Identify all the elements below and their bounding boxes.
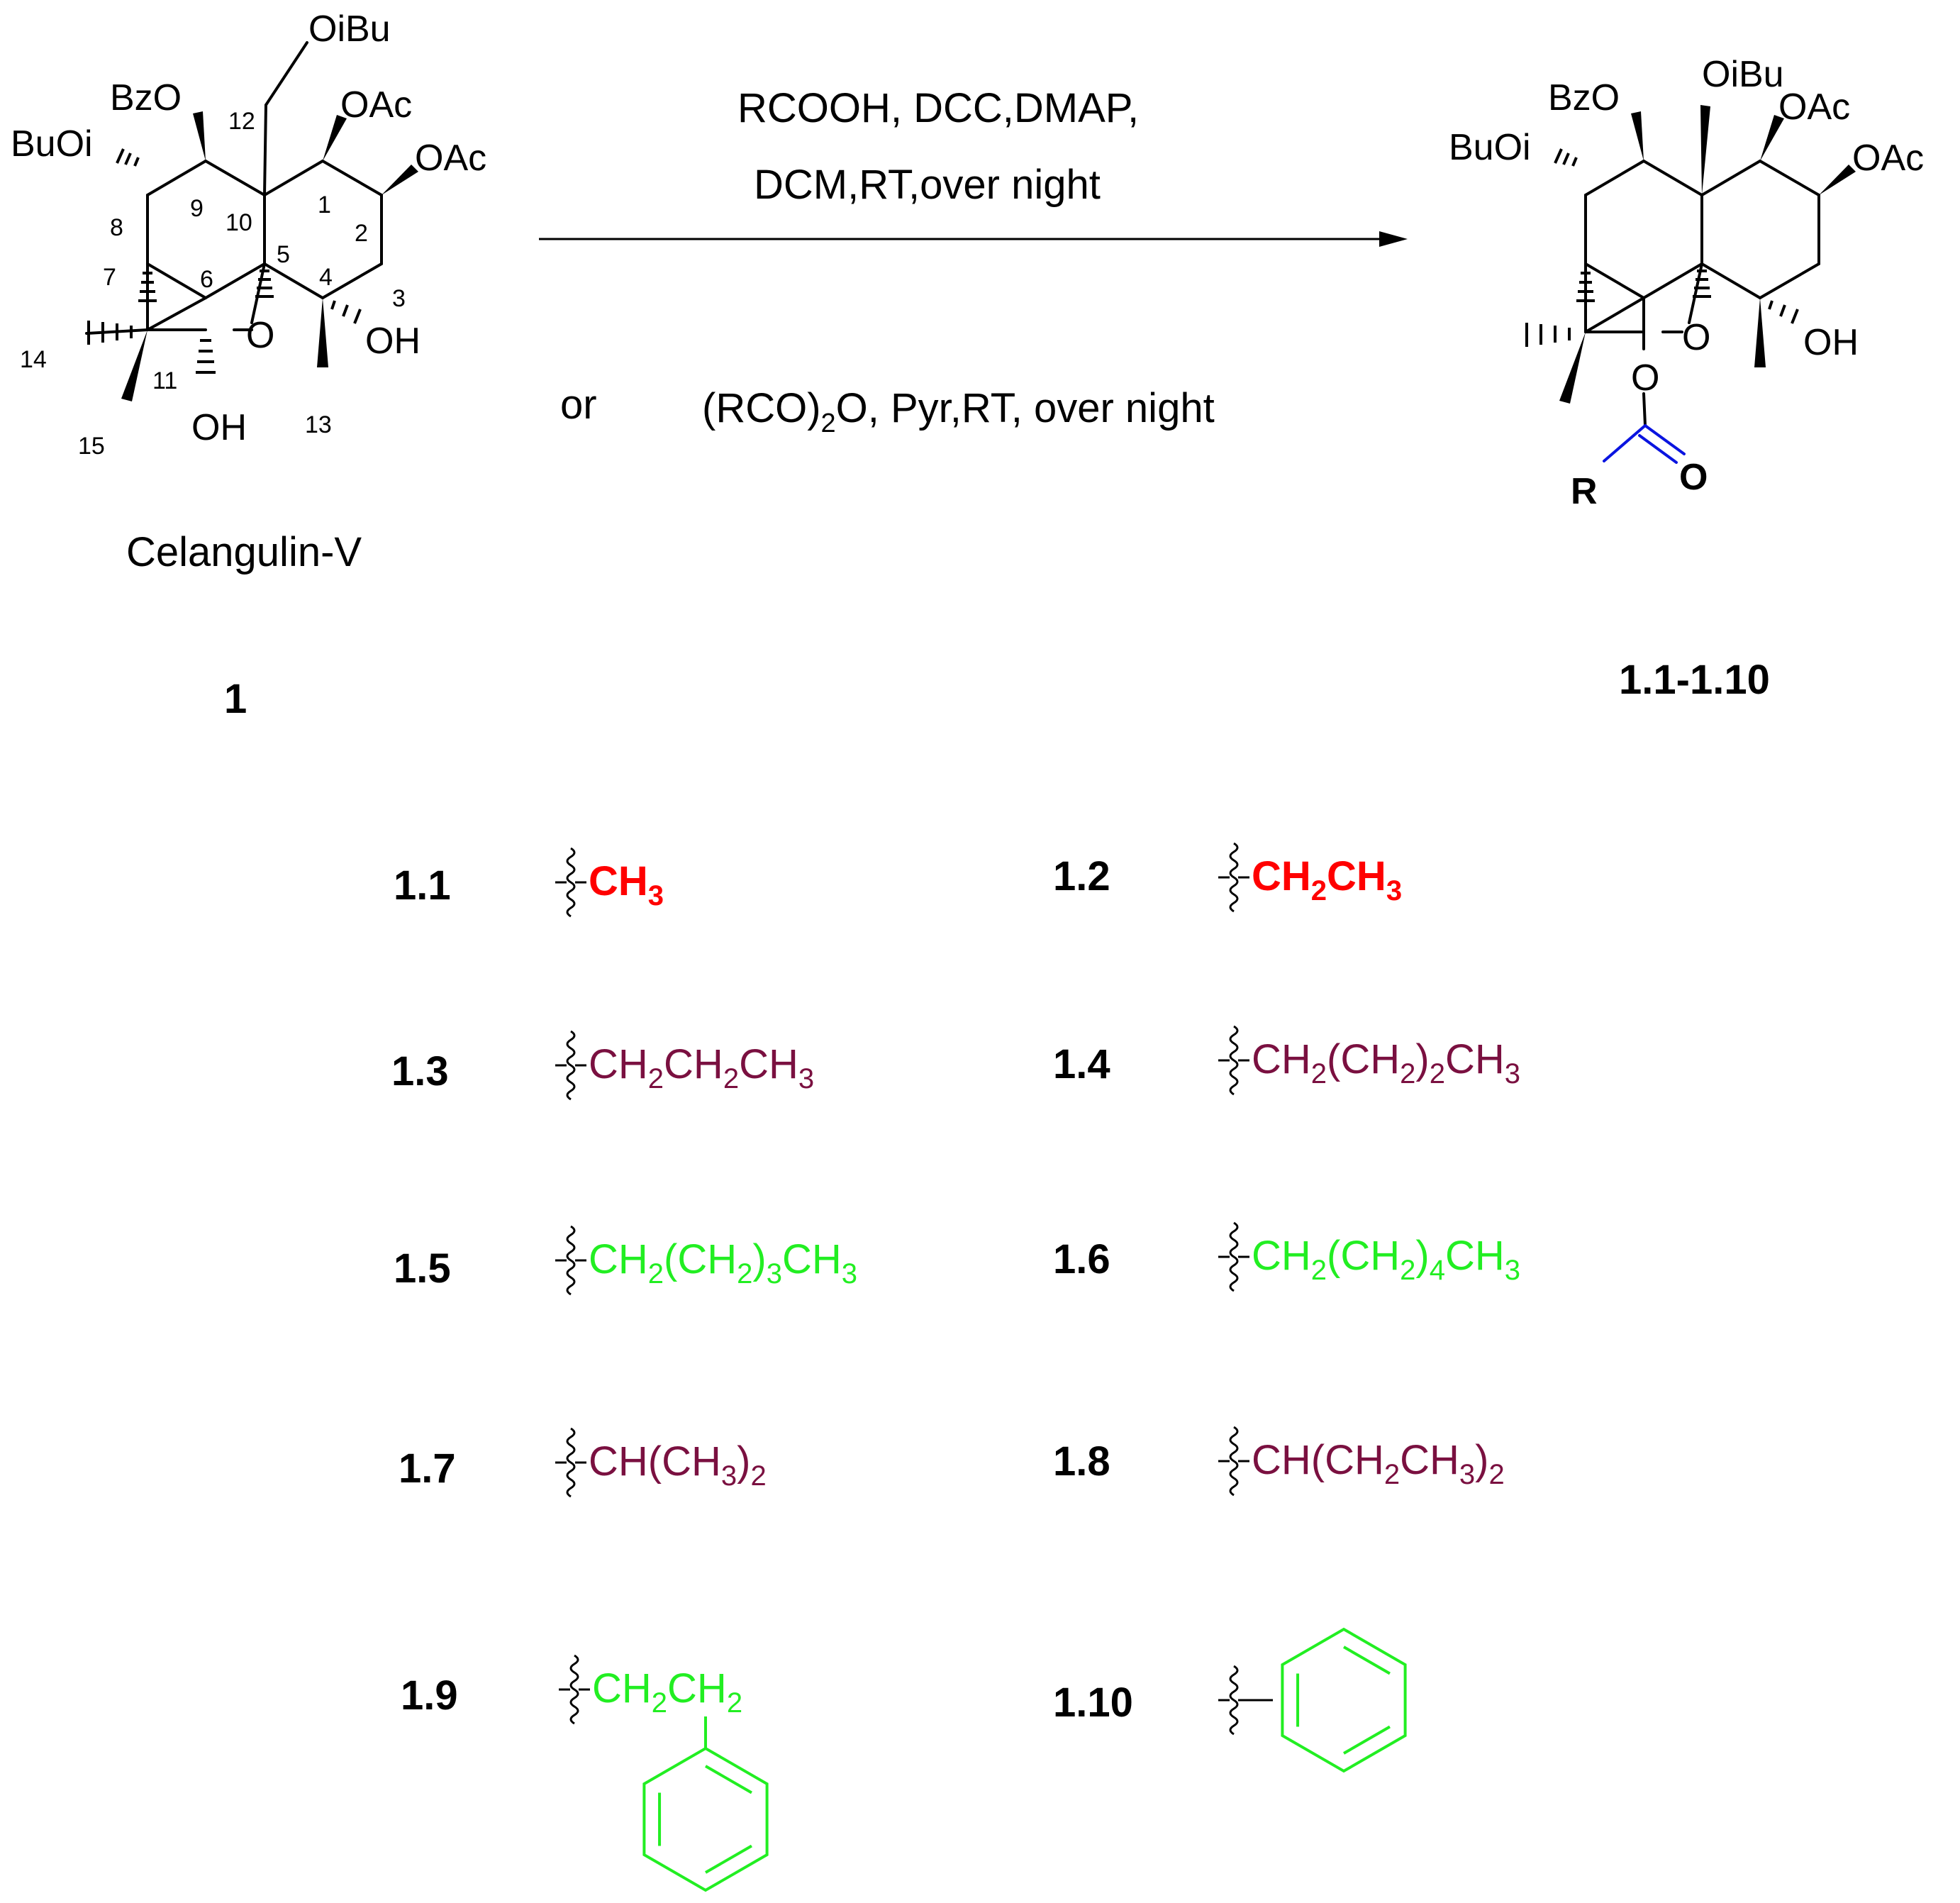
product-labels: OiBu BzO BuOi OAc OAc OH O O O R 1.1-1.1… [1449,54,1924,703]
r-group-entry: 1.8 CH(CH2CH3)2 [1053,1426,1505,1497]
conditions-line-1: RCOOH, DCC,DMAP, [737,85,1139,131]
product-ester-o-label: O [1631,357,1659,399]
r-group-formula: CH3 [589,858,664,911]
r-group-entry: 1.3 CH2CH2CH3 [391,1030,814,1101]
r-group-entry: 1.4 CH2(CH2)2CH3 [1053,1025,1520,1096]
attachment-squiggle-icon [1218,1221,1249,1292]
start-material-number: 1 [224,676,247,722]
atom-number-1: 1 [318,192,331,218]
product-c4-oh-label: OH [1803,322,1859,363]
conditions-alternative: (RCO)2O, Pyr,RT, over night [702,385,1215,438]
product-structure [1584,160,1820,427]
product-carbonyl [1603,424,1686,464]
r-group-id: 1.3 [391,1048,449,1094]
r-group-entry: 1.7 CH(CH3)2 [399,1427,767,1498]
celangulin-v-hash-bonds [87,148,362,374]
r-group-formula: CH(CH3)2 [589,1438,767,1492]
attachment-squiggle-icon [1218,842,1249,913]
c12-oibu-label: OiBu [308,9,391,50]
c2-oac-label: OAc [415,138,486,179]
atom-number-11: 11 [152,367,177,394]
r-group-id: 1.8 [1053,1438,1110,1485]
product-c8-buoi-label: BuOi [1449,127,1531,168]
bridge-o-label: O [246,315,274,356]
product-r-label: R [1571,471,1598,512]
attachment-squiggle-icon [555,847,586,918]
r-group-id: 1.4 [1053,1041,1110,1087]
r-group-formula: CH2CH2 [592,1665,742,1719]
c1-oac-label: OAc [340,84,412,126]
atom-number-14: 14 [20,346,47,373]
product-wedges [1559,105,1856,404]
attachment-squiggle-icon [555,1427,586,1498]
product-c2-oac-label: OAc [1852,138,1924,179]
r-group-id: 1.10 [1053,1680,1133,1726]
attachment-squiggle-icon [555,1225,586,1296]
atom-number-4: 4 [319,264,333,291]
r-group-formula: CH2CH2CH3 [589,1041,814,1094]
r-group-formula: CH2CH3 [1252,853,1402,906]
attachment-squiggle-icon [559,1654,590,1725]
r-group-formula: CH(CH2CH3)2 [1252,1437,1505,1490]
atom-number-13: 13 [305,411,332,438]
atom-number-7: 7 [103,264,116,291]
r-group-id: 1.5 [394,1245,451,1292]
r-group-formula: CH2(CH2)2CH3 [1252,1036,1520,1089]
product-bridge-o-label: O [1682,317,1710,358]
attachment-squiggle-icon [1218,1025,1249,1096]
r-group-entry: 1.6 CH2(CH2)4CH3 [1053,1221,1520,1292]
atom-number-8: 8 [110,214,123,241]
r-group-entry: 1.10 [1053,1627,1407,1773]
phenyl-ring-icon [642,1746,769,1892]
celangulin-v-labels: OiBu BzO BuOi OAc OAc OH OH O 1 2 3 4 5 … [11,9,486,722]
start-material-name: Celangulin-V [126,529,362,575]
product-c12-oibu-label: OiBu [1702,54,1784,95]
r-group-entry: 1.5 CH2(CH2)3CH3 [394,1225,857,1296]
r-group-id: 1.6 [1053,1236,1110,1282]
r-group-table: 1.1 CH3 1.2 CH2CH3 1.3 CH2CH2CH3 1.4 CH2(CH2)2C… [391,842,1520,1892]
c11-oh-label: OH [191,407,247,448]
conditions-or: or [560,382,597,428]
product-c1-oac-label: OAc [1778,87,1850,128]
celangulin-v-wedges [121,111,418,401]
product-c9-bzo-label: BzO [1548,77,1620,118]
atom-number-12: 12 [228,108,255,135]
product-hash-bonds [1525,148,1799,347]
c4-oh-label: OH [365,321,421,362]
r-group-formula: CH2(CH2)3CH3 [589,1236,857,1289]
phenyl-ring-icon [1281,1627,1407,1773]
product-carbonyl-o-label: O [1679,457,1708,498]
reaction-arrow [539,231,1408,247]
r-group-formula: CH2(CH2)4CH3 [1252,1233,1520,1286]
attachment-squiggle-icon [1218,1426,1249,1497]
r-group-entry: 1.2 CH2CH3 [1053,842,1402,913]
atom-number-15: 15 [78,433,105,460]
r-group-id: 1.7 [399,1446,456,1492]
attachment-squiggle-icon [555,1030,586,1101]
conditions-line-2: DCM,RT,over night [754,162,1101,208]
r-group-id: 1.9 [401,1672,458,1719]
celangulin-v-structure [85,41,383,335]
atom-number-5: 5 [277,241,290,268]
c9-bzo-label: BzO [110,77,182,118]
product-compound-range: 1.1-1.10 [1619,657,1770,703]
attachment-squiggle-icon [1218,1665,1249,1736]
atom-number-3: 3 [392,285,406,312]
r-group-id: 1.1 [394,862,451,909]
atom-number-2: 2 [355,220,368,247]
r-group-entry: 1.1 CH3 [394,847,664,918]
atom-number-10: 10 [225,209,252,236]
atom-number-9: 9 [190,195,204,222]
atom-number-6: 6 [200,266,213,293]
r-group-entry: 1.9 CH2CH2 [401,1654,769,1892]
r-group-id: 1.2 [1053,853,1110,899]
c8-buoi-label: BuOi [11,123,93,165]
